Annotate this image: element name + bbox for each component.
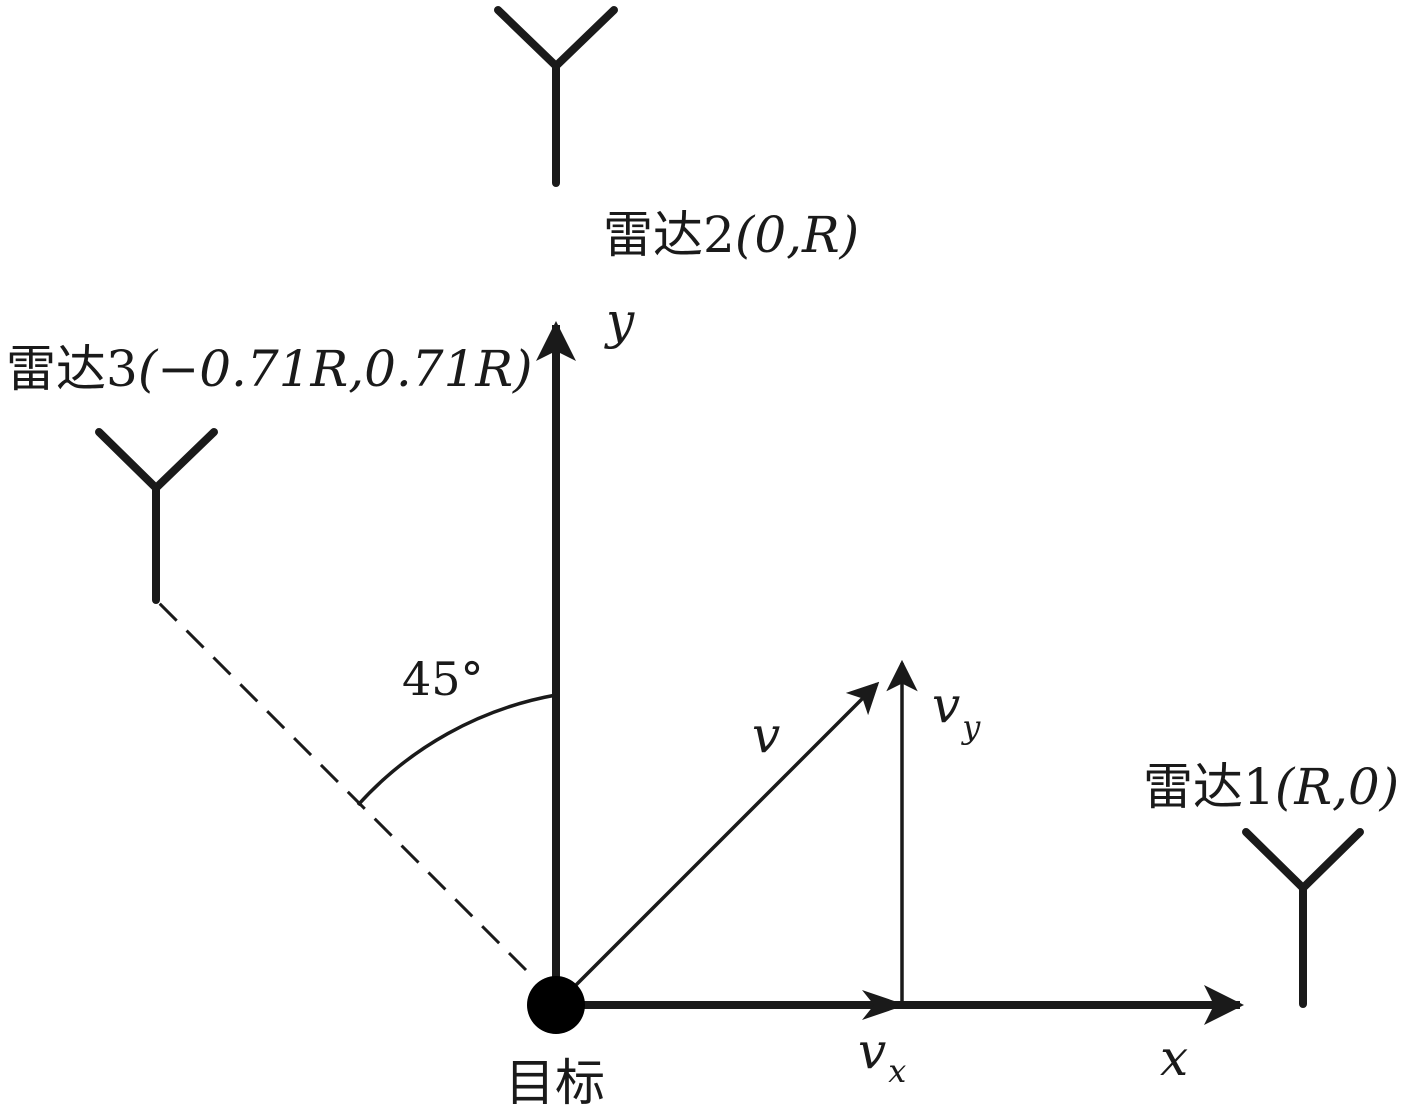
vx-label: vx xyxy=(858,1022,906,1090)
x-axis-label: x xyxy=(1160,1029,1188,1087)
radar2-antenna-icon xyxy=(494,6,618,187)
radar1-antenna-icon xyxy=(1242,828,1364,1008)
y-axis-label: y xyxy=(604,292,635,350)
target-label: 目标 xyxy=(505,1054,605,1112)
radar1-label: 雷达1(R,0) xyxy=(1143,758,1399,816)
velocity-label: v xyxy=(752,706,780,764)
angle-arc xyxy=(356,693,557,807)
radar3-antenna-icon xyxy=(95,428,218,604)
radar3-label: 雷达3(−0.71R,0.71R) xyxy=(6,340,533,398)
velocity-vector-arrow xyxy=(554,681,880,1007)
vy-label: vy xyxy=(932,676,981,746)
radar2-label: 雷达2(0,R) xyxy=(603,206,859,264)
vx-arrowhead-icon xyxy=(862,990,906,1020)
radar3-bearing-dashed-line xyxy=(154,598,528,972)
target-dot xyxy=(527,976,585,1034)
angle-label: 45° xyxy=(402,652,484,706)
